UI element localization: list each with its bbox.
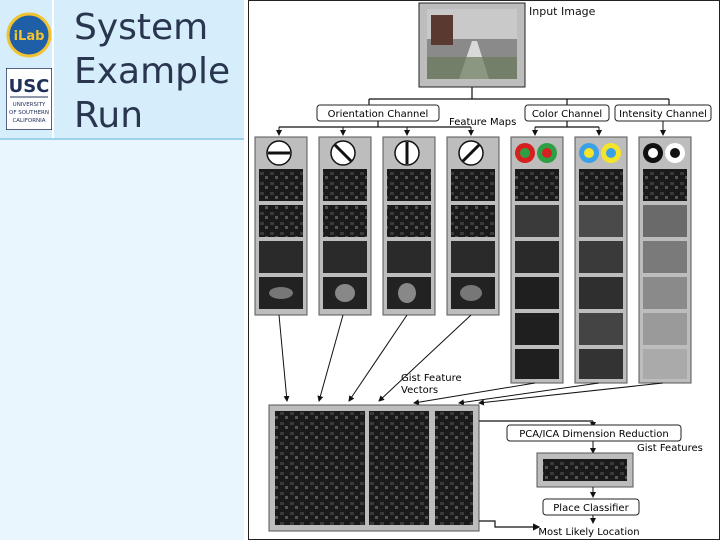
title-line-1: System xyxy=(74,7,209,48)
title-line-3: Run xyxy=(74,95,144,136)
svg-text:OF SOUTHERN: OF SOUTHERN xyxy=(9,110,49,116)
orientation-channel-label: Orientation Channel xyxy=(328,109,429,120)
ilab-logo: iLab xyxy=(6,12,52,58)
diagram-frame: Input Image Orientation Channel Color Ch… xyxy=(248,0,720,540)
title-line-2: Example xyxy=(74,51,231,92)
gist-feature-strip xyxy=(536,452,634,488)
svg-text:CALIFORNIA: CALIFORNIA xyxy=(12,118,45,124)
svg-text:USC: USC xyxy=(9,76,50,97)
orientation-column-90 xyxy=(382,136,436,316)
color-channel-label: Color Channel xyxy=(532,109,602,120)
gist-features-label: Gist Features xyxy=(637,443,703,454)
color-column-blue-yellow xyxy=(574,136,628,384)
feature-maps-label: Feature Maps xyxy=(449,117,516,128)
color-column-red-green xyxy=(510,136,564,384)
intensity-column xyxy=(638,136,692,384)
slide-title: System Example Run xyxy=(74,6,230,138)
system-diagram: Input Image Orientation Channel Color Ch… xyxy=(254,2,712,538)
svg-text:iLab: iLab xyxy=(14,29,45,44)
gist-feature-matrix xyxy=(268,404,480,532)
title-panel: iLab USC UNIVERSITY OF SOUTHERN CALIFORN… xyxy=(0,0,244,140)
gist-vectors-label-2: Vectors xyxy=(401,385,438,396)
place-classifier-label: Place Classifier xyxy=(553,503,629,514)
input-image-label: Input Image xyxy=(529,5,596,18)
orientation-column-0 xyxy=(254,136,308,316)
usc-logo: USC UNIVERSITY OF SOUTHERN CALIFORNIA xyxy=(6,68,52,130)
gist-vectors-label-1: Gist Feature xyxy=(401,373,462,384)
pca-ica-label: PCA/ICA Dimension Reduction xyxy=(519,429,669,440)
intensity-channel-label: Intensity Channel xyxy=(619,109,707,120)
orientation-column-135 xyxy=(446,136,500,316)
orientation-column-45 xyxy=(318,136,372,316)
input-image xyxy=(418,2,526,88)
svg-text:UNIVERSITY: UNIVERSITY xyxy=(13,102,46,108)
most-likely-location-label: Most Likely Location xyxy=(538,527,639,538)
title-divider xyxy=(52,0,54,138)
